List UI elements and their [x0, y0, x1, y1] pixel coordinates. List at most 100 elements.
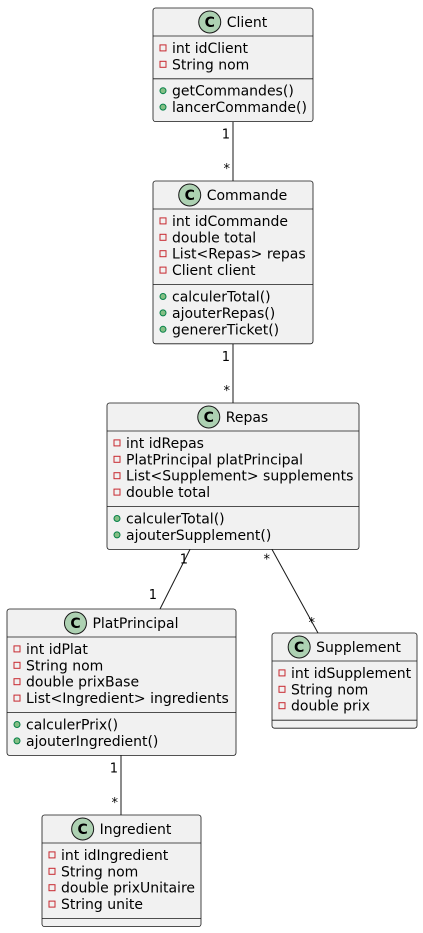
attribute: String nom	[26, 658, 103, 674]
class-badge-icon	[197, 405, 221, 429]
class-box	[152, 7, 314, 122]
class-name: Ingredient	[100, 822, 172, 838]
private-visibility-icon	[48, 851, 56, 859]
class-name: Client	[227, 15, 268, 31]
association-line	[159, 549, 191, 610]
class-name: Repas	[226, 410, 268, 426]
multiplicity-target: *	[112, 796, 119, 811]
public-visibility-icon	[159, 87, 167, 95]
attribute: double prixUnitaire	[61, 881, 195, 897]
public-visibility-icon	[113, 531, 121, 539]
attribute: int idCommande	[172, 214, 288, 230]
private-visibility-icon	[48, 900, 56, 908]
class-badge-icon	[71, 817, 95, 841]
private-visibility-icon	[48, 884, 56, 892]
public-visibility-icon	[159, 103, 167, 111]
private-visibility-icon	[159, 266, 167, 274]
class-badge-icon	[178, 183, 202, 207]
private-visibility-icon	[48, 867, 56, 875]
multiplicity-source: 1	[180, 552, 188, 567]
class-badge-letter: C	[204, 410, 214, 426]
attribute: int idSupplement	[291, 666, 412, 682]
association-repas-supplement: **	[264, 549, 319, 634]
private-visibility-icon	[278, 685, 286, 693]
class-name: PlatPrincipal	[92, 616, 178, 632]
private-visibility-icon	[278, 669, 286, 677]
method: ajouterIngredient()	[26, 734, 158, 750]
method: getCommandes()	[172, 84, 294, 100]
private-visibility-icon	[113, 439, 121, 447]
private-visibility-icon	[159, 60, 167, 68]
attribute: String unite	[61, 897, 143, 913]
private-visibility-icon	[278, 702, 286, 710]
private-visibility-icon	[13, 645, 21, 653]
private-visibility-icon	[113, 472, 121, 480]
class-box	[271, 632, 418, 729]
public-visibility-icon	[159, 309, 167, 317]
multiplicity-target: *	[309, 616, 316, 631]
method: lancerCommande()	[172, 100, 307, 116]
associations-layer: 1*1*11**1*	[110, 121, 319, 815]
multiplicity-source: 1	[110, 761, 118, 776]
private-visibility-icon	[113, 455, 121, 463]
method: calculerPrix()	[26, 718, 118, 734]
association-client-commande: 1*	[222, 121, 234, 181]
private-visibility-icon	[13, 661, 21, 669]
private-visibility-icon	[13, 678, 21, 686]
multiplicity-target: *	[224, 384, 231, 399]
attribute: double total	[172, 230, 256, 246]
private-visibility-icon	[13, 694, 21, 702]
class-box	[152, 180, 314, 345]
attribute: String nom	[172, 57, 249, 73]
public-visibility-icon	[159, 293, 167, 300]
attribute: int idPlat	[26, 642, 88, 658]
association-commande-repas: 1*	[222, 343, 234, 403]
method: calculerTotal()	[172, 290, 271, 306]
attribute: List<Ingredient> ingredients	[26, 691, 229, 707]
attribute: int idClient	[172, 41, 249, 57]
method: ajouterSupplement()	[126, 528, 271, 544]
method: genererTicket()	[172, 322, 279, 338]
public-visibility-icon	[13, 737, 21, 745]
class-badge-letter: C	[185, 188, 195, 204]
private-visibility-icon	[159, 233, 167, 241]
attribute: double total	[126, 485, 210, 501]
attribute: double prix	[291, 699, 370, 715]
public-visibility-icon	[13, 721, 21, 728]
attribute: String nom	[291, 682, 368, 698]
class-badge-icon	[63, 611, 87, 635]
class-badge-icon	[198, 10, 222, 34]
class-badge-letter: C	[294, 640, 304, 656]
association-line	[271, 549, 319, 634]
class-name: Commande	[207, 188, 288, 204]
class-badge-icon	[287, 635, 311, 659]
attribute: String nom	[61, 864, 138, 880]
attribute: double prixBase	[26, 675, 139, 691]
class-box	[6, 608, 237, 756]
association-repas-platprincipal: 11	[149, 549, 191, 610]
private-visibility-icon	[159, 217, 167, 225]
class-name: Supplement	[316, 640, 401, 656]
class-badge-letter: C	[205, 15, 215, 31]
attribute: List<Supplement> supplements	[126, 469, 353, 485]
attribute: Client client	[172, 263, 256, 279]
class-badge-letter: C	[78, 822, 88, 838]
multiplicity-source: *	[264, 552, 271, 567]
multiplicity-target: *	[224, 162, 231, 177]
multiplicity-source: 1	[222, 128, 230, 143]
public-visibility-icon	[113, 515, 121, 522]
public-visibility-icon	[159, 325, 167, 333]
attribute: List<Repas> repas	[172, 247, 306, 263]
multiplicity-source: 1	[222, 350, 230, 365]
attribute: int idIngredient	[61, 848, 169, 864]
association-platprincipal-ingredient: 1*	[110, 755, 122, 815]
private-visibility-icon	[113, 488, 121, 496]
attribute: PlatPrincipal platPrincipal	[126, 452, 303, 468]
